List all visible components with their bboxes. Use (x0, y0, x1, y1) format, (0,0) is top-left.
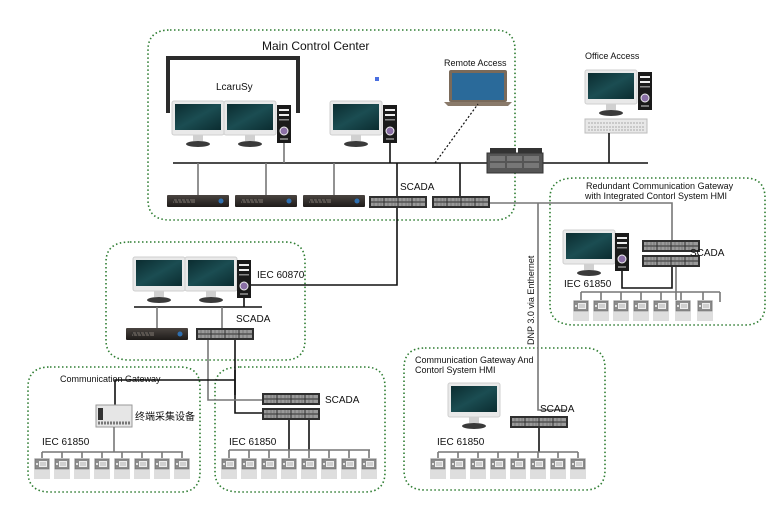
pc-tower-icon (382, 104, 398, 144)
ied-icon (300, 457, 318, 480)
ied-icon (260, 457, 278, 480)
switch-icon (195, 327, 255, 341)
pc-tower-icon (276, 104, 292, 144)
ied-icon (320, 457, 338, 480)
ied-icon (93, 457, 111, 480)
ied-icon (652, 299, 670, 322)
ied-icon (489, 457, 507, 480)
ied-icon (113, 457, 131, 480)
ied-icon (572, 299, 590, 322)
ied-icon (612, 299, 630, 322)
scada-label: SCADA (400, 182, 435, 193)
server-icon (302, 194, 366, 208)
switch-icon (261, 392, 321, 406)
ied-icon (173, 457, 191, 480)
ied-icon (360, 457, 378, 480)
monitor-icon (329, 100, 383, 148)
ied-icon (340, 457, 358, 480)
server-icon (234, 194, 298, 208)
communication-gateway-title: Communication Gateway (60, 374, 161, 384)
ied-icon (153, 457, 171, 480)
redundant-gateway-title-2: with Integrated Contorl System HMI (584, 191, 727, 201)
ied-icon (53, 457, 71, 480)
video-wall-frame (166, 56, 300, 113)
monitor-icon (447, 382, 501, 430)
ied-icon (220, 457, 238, 480)
pc-tower-icon (614, 232, 630, 272)
dnp3-link (537, 203, 566, 411)
remote-access-link (434, 103, 479, 164)
ied-icon (429, 457, 447, 480)
ied-icon (280, 457, 298, 480)
zone-gateway-hmi (403, 347, 606, 491)
zone-substation-scada (214, 366, 386, 493)
office-access-label: Office Access (585, 51, 640, 61)
laptop-icon (444, 70, 512, 106)
scada-label: SCADA (690, 248, 725, 259)
zone-backup-center (105, 241, 306, 361)
pc-tower-icon (637, 71, 653, 111)
gateway-uplink (114, 379, 235, 405)
ied-icon (592, 299, 610, 322)
ied-icon (240, 457, 258, 480)
monitor-icon (184, 256, 238, 304)
monitor-icon (132, 256, 186, 304)
keyboard-icon (584, 118, 648, 134)
monitor-icon (584, 69, 638, 117)
switch-icon (509, 415, 569, 429)
pc-tower-icon (236, 259, 252, 299)
ied-icon (133, 457, 151, 480)
main-control-center-title: Main Control Center (262, 39, 369, 53)
redundant-uplink (490, 202, 673, 240)
ied-icon (469, 457, 487, 480)
ied-icon (696, 299, 714, 322)
iec61850-label: IEC 61850 (437, 437, 485, 448)
iec61850-label: IEC 61850 (42, 437, 90, 448)
ied-icon (549, 457, 567, 480)
iec60870-link (246, 208, 398, 286)
iec61850-label: IEC 61850 (564, 279, 612, 290)
scada-label: SCADA (325, 395, 360, 406)
ied-icon (33, 457, 51, 480)
remote-access-label: Remote Access (444, 58, 507, 68)
server-icon (125, 327, 189, 341)
switch-icon (368, 195, 428, 209)
switch-icon (261, 407, 321, 421)
gateway-hmi-title-1: Communication Gateway And (415, 355, 534, 365)
redundant-gateway-title-1: Redundant Communication Gateway (586, 181, 734, 191)
video-wall-label: LcaruSy (216, 82, 253, 93)
ied-icon (529, 457, 547, 480)
monitor-icon (223, 100, 277, 148)
server-icon (166, 194, 230, 208)
dnp3-label: DNP 3.0 via Enthernet (526, 255, 536, 345)
data-collector-icon (95, 404, 133, 428)
gateway-hmi-title-2: Contorl System HMI (415, 365, 496, 375)
scada-label: SCADA (540, 404, 575, 415)
ied-icon (569, 457, 587, 480)
selection-handle (375, 77, 379, 81)
switch-icon (431, 195, 491, 209)
ied-icon (632, 299, 650, 322)
core-router-icon (486, 148, 544, 174)
ied-icon (449, 457, 467, 480)
monitor-icon (171, 100, 225, 148)
data-collector-label: 终端采集设备 (135, 410, 195, 423)
ied-icon (509, 457, 527, 480)
monitor-icon (562, 229, 616, 277)
iec61850-label: IEC 61850 (229, 437, 277, 448)
iec60870-label: IEC 60870 (257, 270, 305, 281)
ied-icon (674, 299, 692, 322)
scada-label: SCADA (236, 314, 271, 325)
ied-icon (73, 457, 91, 480)
